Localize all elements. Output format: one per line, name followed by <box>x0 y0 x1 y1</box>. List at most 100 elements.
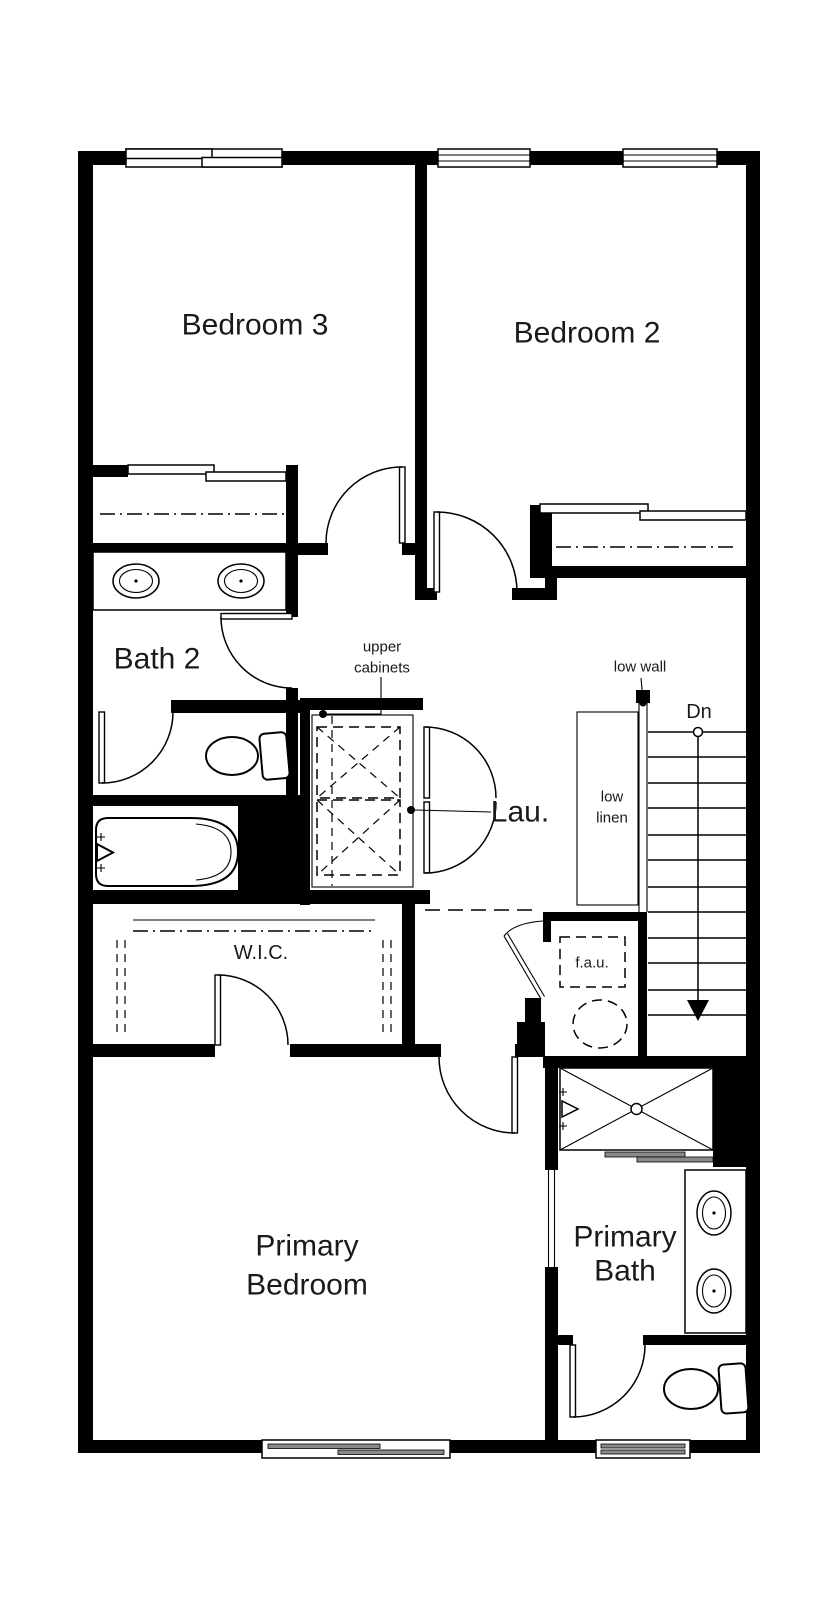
walls <box>78 151 760 1453</box>
windows <box>125 148 718 1459</box>
wall-fau-corner2 <box>525 998 541 1024</box>
low-wall <box>638 703 648 912</box>
door-bedroom2 <box>433 511 518 593</box>
door-bedroom3 <box>325 466 406 544</box>
label-low-linen-line1: low <box>601 789 624 806</box>
wall-primary-divider-lower <box>545 1267 558 1440</box>
tank <box>258 731 291 781</box>
wall-shower-chase <box>713 1063 746 1167</box>
wall-toilet-nook-top <box>171 700 310 713</box>
door-bath2 <box>220 612 293 689</box>
door-primary-bath-wc <box>569 1344 646 1418</box>
wall-bedroom3-door-stub-right <box>402 543 415 555</box>
shower-pan <box>559 1067 714 1151</box>
label-primary-bath-line2: Bath <box>594 1255 656 1288</box>
fau-unit-box <box>559 936 626 988</box>
tub-faucet-icon <box>96 842 116 863</box>
window-primary-bedroom <box>261 1439 451 1459</box>
primary-toilet <box>663 1362 750 1415</box>
fixtures <box>92 551 750 1415</box>
leader-low-wall <box>639 677 647 707</box>
dryer-box <box>316 799 401 876</box>
door-laundry-lower <box>423 801 497 874</box>
wall-laundry-top <box>300 698 423 710</box>
washer-box <box>316 726 401 799</box>
wall-wic-bottom-left <box>93 1044 215 1057</box>
equipment-circle <box>572 999 628 1049</box>
tank <box>717 1362 750 1415</box>
wall-fau-right <box>638 912 647 1068</box>
wall-bath2-east-upper <box>286 553 298 617</box>
bedroom2-closet <box>539 503 747 548</box>
label-primary-bath-line1: Primary <box>573 1221 676 1254</box>
stair-treads <box>648 731 746 1016</box>
wall-bedroom-divider <box>415 165 427 600</box>
wall-bedroom2-closet-bottom <box>545 566 746 578</box>
labels: Bedroom 3 Bedroom 2 Bath 2 Lau. W.I.C. P… <box>114 309 712 1302</box>
leader-upper-cabinets <box>319 677 382 718</box>
label-primary-bedroom-line1: Primary <box>255 1230 358 1263</box>
wall-primary-bedroom-stub2 <box>515 1044 545 1057</box>
shower-head-icon <box>561 1099 580 1119</box>
door-laundry-upper <box>423 726 497 799</box>
wall-laundry-left <box>300 698 310 905</box>
wall-wic-right <box>402 904 415 1057</box>
label-upper-cabinets-line1: upper <box>363 639 401 656</box>
primary-vanity <box>684 1169 747 1334</box>
doors <box>98 466 646 1418</box>
fau-closet <box>503 920 628 1049</box>
window-bedroom3 <box>125 148 283 168</box>
laundry-alcove <box>311 714 414 888</box>
bedroom3-closet <box>100 464 287 515</box>
shower-sliding-door <box>636 1156 714 1163</box>
wall-wic-top <box>78 890 430 904</box>
bowl <box>663 1368 719 1410</box>
closets <box>100 464 747 1038</box>
wall-bedroom3-door-stub-left <box>298 543 328 555</box>
wall-fau-left-stub <box>543 912 551 942</box>
wall-bath-wc-stub <box>558 1335 573 1345</box>
wic-rods <box>116 919 392 1038</box>
wall-wic-bottom-right <box>290 1044 402 1057</box>
wall-tub-top <box>78 795 255 806</box>
label-upper-cabinets-line2: cabinets <box>354 660 410 677</box>
wall-bedroom2-door-stub-left <box>415 588 437 600</box>
wall-bedroom3-closet-right <box>286 465 298 553</box>
label-bedroom3: Bedroom 3 <box>182 309 329 342</box>
door-bath2-toilet-nook <box>98 711 174 784</box>
wall-primary-bedroom-stub1 <box>415 1044 441 1057</box>
stairs <box>576 703 746 1021</box>
bath2-tub <box>95 817 240 887</box>
door-primary-bedroom <box>438 1056 519 1134</box>
bowl <box>205 736 259 776</box>
wall-chase-right-of-tub <box>238 795 300 890</box>
shower-sliding-door <box>604 1151 686 1158</box>
window-primary-bath <box>595 1439 691 1459</box>
wall-fau-top <box>543 912 638 921</box>
window-bedroom2-left <box>437 148 531 168</box>
label-wic: W.I.C. <box>234 942 288 964</box>
low-linen-cabinet <box>576 711 639 906</box>
label-laundry: Lau. <box>491 796 549 829</box>
label-bath2: Bath 2 <box>114 643 201 676</box>
label-primary-bedroom-line2: Bedroom <box>246 1269 368 1302</box>
label-bedroom2: Bedroom 2 <box>514 317 661 350</box>
wall-stair-bottom <box>543 1056 760 1068</box>
down-arrow <box>687 726 709 1021</box>
laundry-appliances <box>311 714 414 888</box>
primary-shower <box>559 1067 714 1163</box>
wall-bedroom2-closet-left <box>530 505 552 578</box>
leaders <box>319 677 647 911</box>
window-bedroom2-right <box>622 148 718 168</box>
wall-right <box>746 151 760 1453</box>
wall-primary-divider-upper <box>545 1057 558 1170</box>
fau-door <box>503 920 545 1000</box>
opening-primary-bath-entry <box>547 1170 556 1267</box>
shower-drain <box>630 1102 643 1116</box>
wall-bedroom3-closet-stub <box>93 465 128 477</box>
label-low-wall: low wall <box>614 659 667 676</box>
label-low-linen-line2: linen <box>596 810 628 827</box>
bath2-toilet <box>205 731 291 781</box>
